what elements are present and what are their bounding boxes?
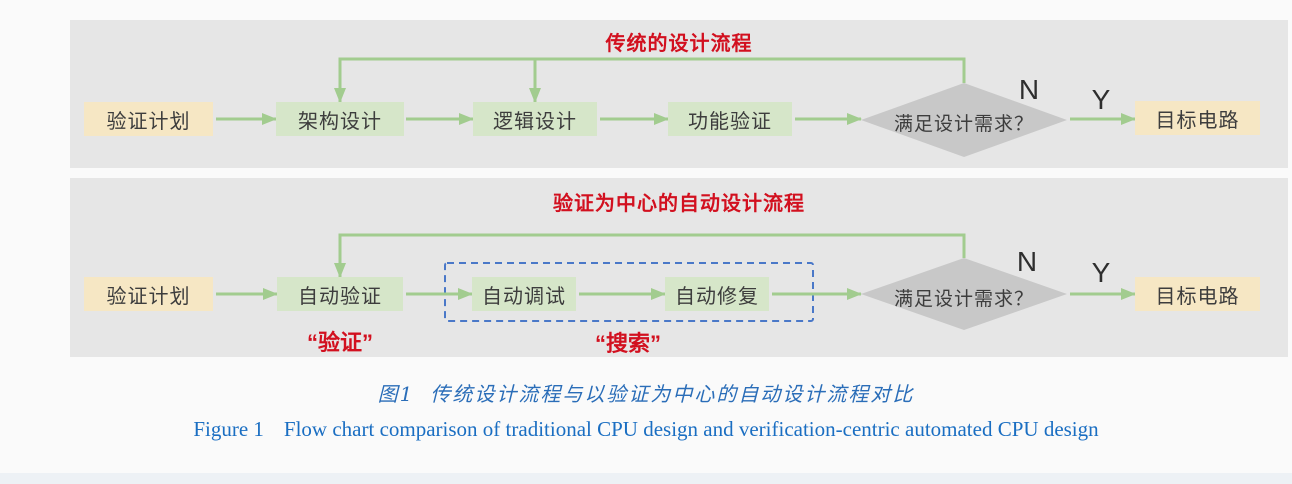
figure-caption-zh-text: 传统设计流程与以验证为中心的自动设计流程对比 [430, 382, 915, 406]
node-target-circuit-traditional: 目标电路 [1135, 101, 1260, 135]
no-branch-label-automated: N [1016, 246, 1038, 277]
figure-caption-zh-label: 图1 [377, 382, 415, 406]
node-auto-repair: 自动修复 [665, 277, 769, 311]
traditional-flow-title: 传统的设计流程 [605, 33, 753, 55]
node-verification-plan: 验证计划 [84, 102, 213, 136]
automated-flow-title: 验证为中心的自动设计流程 [553, 193, 805, 215]
figure-caption-zh: 图1 传统设计流程与以验证为中心的自动设计流程对比 [0, 378, 1292, 407]
decision-label-traditional: 满足设计需求？ [893, 114, 1034, 135]
node-auto-verification: 自动验证 [277, 277, 403, 311]
footer-band [0, 473, 1292, 484]
figure-caption-en-label: Figure 1 [193, 417, 264, 441]
no-branch-label-traditional: N [1018, 74, 1040, 105]
node-architecture-design: 架构设计 [276, 102, 404, 136]
figure-caption-en-text: Flow chart comparison of traditional CPU… [283, 417, 1099, 441]
node-verification-plan-2: 验证计划 [84, 277, 213, 311]
figure-caption-en: Figure 1 Flow chart comparison of traditi… [0, 417, 1292, 442]
yes-branch-label-traditional: Y [1091, 84, 1111, 115]
yes-branch-label-automated: Y [1091, 257, 1111, 288]
node-auto-debug: 自动调试 [472, 277, 576, 311]
node-logic-design: 逻辑设计 [473, 102, 597, 136]
node-target-circuit-automated: 目标电路 [1135, 277, 1260, 311]
search-annotation: “搜索” [594, 331, 662, 356]
decision-label-automated: 满足设计需求？ [893, 289, 1034, 310]
node-function-verification: 功能验证 [668, 102, 792, 136]
verify-annotation: “验证” [306, 330, 374, 355]
